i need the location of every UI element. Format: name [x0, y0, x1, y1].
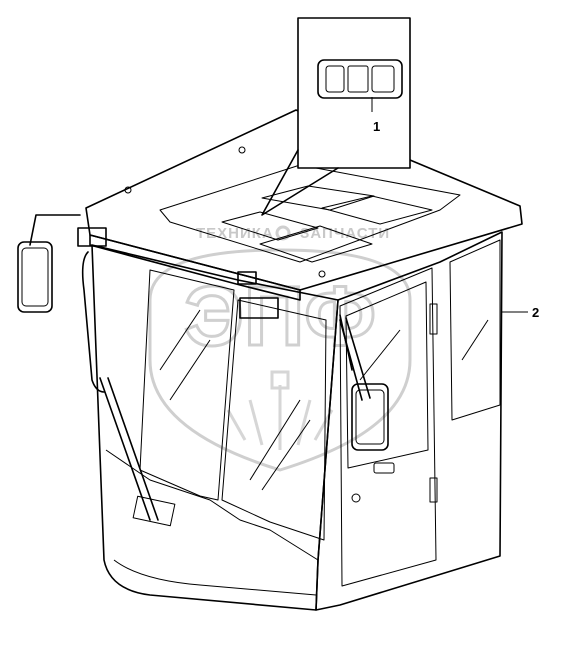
callout-2: 2	[502, 305, 539, 320]
watermark-text-left: ТЕХНИКА	[196, 225, 274, 242]
callout-1: 1	[373, 119, 380, 134]
watermark: ТЕХНИКА ЗАПЧАСТИ ЭПФ	[148, 225, 412, 472]
grab-handle	[81, 251, 105, 393]
callout-2-label: 2	[532, 305, 539, 320]
watermark-text-right: ЗАПЧАСТИ	[300, 225, 390, 242]
left-mirror	[17, 214, 81, 313]
callout-1-label: 1	[373, 119, 380, 134]
wheat-icon	[226, 370, 334, 450]
interior-lamp	[317, 59, 403, 99]
watermark-shield	[148, 248, 412, 472]
cab-roof	[85, 109, 523, 301]
center-mount	[239, 297, 279, 319]
detail-inset	[261, 17, 411, 216]
cab-body	[91, 231, 503, 611]
door-wiper	[339, 317, 371, 401]
watermark-logo: ЭПФ	[184, 269, 376, 363]
front-wiper	[99, 377, 159, 521]
corner-mount	[237, 271, 257, 285]
front-mount	[77, 227, 107, 247]
